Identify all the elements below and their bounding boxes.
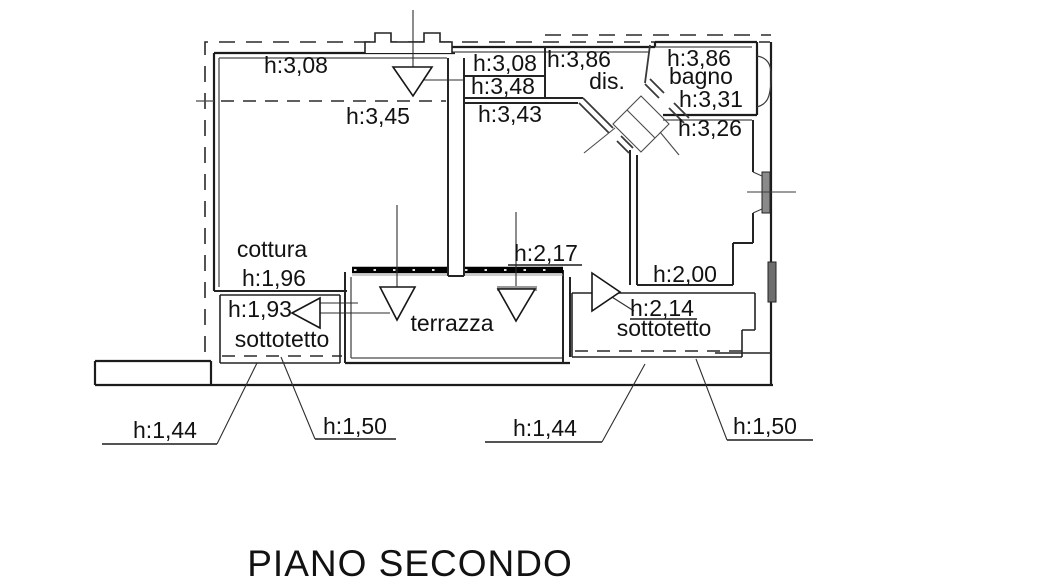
leader-lines [216,10,728,445]
bagno-arc-icon [756,55,772,108]
label-bagno-name: bagno [669,63,733,89]
plan-title: PIANO SECONDO [247,543,573,579]
down-arrow-top-icon [391,66,434,98]
window-icon [747,171,796,303]
label-mid-band-lower: h:3,48 [471,73,535,99]
chimney-path [364,32,453,53]
inner-wall-faces [196,46,752,359]
outer-walls-path [93,40,773,387]
label-eave-left-outer: h:1,44 [133,417,197,443]
label-bagno-height-upper: h:3,86 [667,45,731,71]
label-underlines-path [102,264,813,445]
roof-outline-path [204,34,771,352]
down-arrow-terrace-right-icon [496,288,537,323]
interior-walls [214,47,754,363]
left-arrow-sottotetto-icon [290,296,321,330]
label-right-room-lower: h:2,00 [653,261,717,287]
diagonal-walls-path [578,44,690,154]
diagonal-walls [578,44,690,154]
outer-walls [93,40,773,387]
arrows [290,66,622,330]
leader-lines-path [216,10,728,445]
label-mid-band-upper: h:3,08 [473,50,537,76]
sottotetto-walls-path [219,292,771,364]
label-terrace-name: terrazza [410,310,493,336]
label-cottura-height: h:1,96 [242,265,306,291]
diagonal-door-icon [583,95,680,156]
terrace-railing [352,266,563,276]
label-eave-left-inner: h:1,50 [323,413,387,439]
window-lower-glass [767,261,777,303]
label-right-room-upper: h:3,26 [678,115,742,141]
label-underlines [102,264,813,445]
chimney-outline [364,32,453,53]
interior-walls-path [214,47,754,363]
roof-outline-dashed [204,34,771,352]
label-eave-right-inner: h:1,44 [513,415,577,441]
label-sottotetto-right-height: h:2,14 [630,295,694,321]
ceiling-dashed-path [221,100,744,357]
label-sottotetto-left-height: h:1,93 [228,296,292,322]
down-arrow-terrace-left-icon [378,286,417,322]
upleft-arrow-sottotetto-icon [591,271,622,313]
label-sottotetto-left-name: sottotetto [235,326,330,352]
label-left-room-upper: h:3,08 [264,52,328,78]
eaves-labels: h:1,44 h:1,50 h:1,44 h:1,50 [133,413,797,443]
label-cottura-name: cottura [237,236,308,262]
window-reveal-lines [747,171,796,214]
inner-wall-faces-path [196,46,752,359]
room-labels: h:3,08 h:3,45 h:3,08 h:3,48 h:3,43 h:3,8… [228,45,743,352]
label-central-room: h:3,43 [478,101,542,127]
sottotetto-walls [219,292,771,364]
label-eave-right-outer: h:1,50 [733,413,797,439]
label-bagno-height-lower: h:3,31 [679,86,743,112]
label-terrace-edge-height: h:2,17 [514,240,578,266]
ceiling-dashed-lines [221,100,744,357]
diagonal-door-path [583,95,680,156]
label-sottotetto-right-name: sottotetto [617,315,712,341]
label-dis-height: h:3,86 [547,46,611,72]
label-left-room-lower: h:3,45 [346,103,410,129]
label-dis-name: dis. [589,68,625,94]
